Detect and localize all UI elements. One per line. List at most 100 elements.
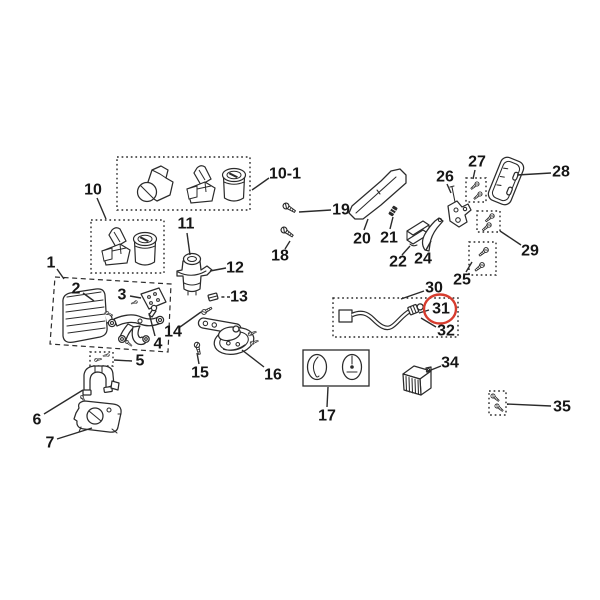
part-lock-cylinder-a	[221, 167, 247, 202]
part-flasher-relay	[402, 365, 432, 396]
part-number-3[interactable]: 3	[118, 287, 127, 304]
leader-line-3	[129, 295, 142, 299]
part-number-10[interactable]: 10	[84, 182, 102, 199]
part-switch-assembly-b	[186, 165, 216, 204]
leader-line-29	[499, 230, 522, 246]
leader-line-7	[56, 427, 93, 440]
part-lock-cylinder-b	[132, 231, 158, 266]
part-screw-small-e	[102, 353, 110, 358]
part-horn	[197, 317, 260, 356]
group-box-29	[476, 210, 501, 233]
leader-line-1	[56, 268, 65, 280]
leader-line-24	[425, 240, 432, 251]
part-screw-25b	[473, 261, 486, 273]
part-number-1[interactable]: 1	[47, 255, 56, 272]
part-switch-housing-upper	[79, 365, 120, 404]
part-number-16[interactable]: 16	[264, 367, 282, 384]
leader-line-34	[425, 365, 442, 373]
part-switch-housing-lower	[73, 400, 122, 434]
part-number-17[interactable]: 17	[318, 408, 336, 425]
part-number-35[interactable]: 35	[553, 399, 571, 416]
leader-line-16	[241, 349, 265, 368]
part-number-12[interactable]: 12	[226, 260, 244, 277]
leader-line-20	[363, 218, 369, 231]
group-box-17	[302, 349, 370, 387]
leader-line-2	[82, 292, 95, 302]
part-screw-29a	[483, 212, 496, 224]
part-number-24[interactable]: 24	[414, 251, 432, 268]
part-number-19[interactable]: 19	[332, 202, 350, 219]
part-switch-assembly-a	[136, 165, 174, 203]
part-mount-plate	[140, 287, 167, 310]
part-number-10-1[interactable]: 10-1	[269, 166, 301, 183]
part-screw-18	[279, 225, 295, 240]
part-number-27[interactable]: 27	[468, 154, 486, 171]
group-box-10-1	[116, 156, 251, 211]
part-clamp	[406, 220, 430, 247]
part-number-29[interactable]: 29	[521, 243, 539, 260]
leader-line-26	[446, 183, 452, 194]
part-switch-assembly-c	[101, 227, 131, 266]
leader-line-5	[113, 359, 133, 362]
part-number-18[interactable]: 18	[271, 248, 289, 265]
leader-line-22	[401, 245, 411, 256]
part-number-14[interactable]: 14	[164, 324, 182, 341]
part-screw-27a	[469, 180, 481, 191]
part-screw-35b	[493, 402, 505, 413]
leader-line-10-1	[251, 177, 270, 191]
leader-line-19	[298, 209, 332, 213]
part-screw-35a	[489, 392, 501, 403]
group-boxes-layer	[49, 156, 507, 416]
part-number-26[interactable]: 26	[436, 169, 454, 186]
leader-line-25	[465, 261, 473, 273]
group-box-1	[49, 276, 172, 353]
part-number-21[interactable]: 21	[380, 230, 398, 247]
part-number-32[interactable]: 32	[437, 323, 455, 340]
part-number-25[interactable]: 25	[453, 272, 471, 289]
part-number-5[interactable]: 5	[136, 353, 145, 370]
part-ignition-switch	[176, 252, 213, 296]
part-number-22[interactable]: 22	[389, 254, 407, 271]
leader-line-10	[96, 197, 107, 220]
leader-line-12	[209, 267, 227, 272]
leader-line-32	[420, 317, 437, 328]
part-screw-27b	[472, 190, 484, 201]
part-number-28[interactable]: 28	[552, 164, 570, 181]
part-screw-25a	[477, 246, 490, 258]
part-number-20[interactable]: 20	[353, 231, 371, 248]
leader-line-17	[326, 386, 329, 408]
leader-line-6	[43, 389, 84, 415]
part-screw-small-d	[93, 357, 102, 363]
part-number-13[interactable]: 13	[230, 289, 248, 306]
part-number-6[interactable]: 6	[33, 412, 42, 429]
part-wiring-harness	[338, 303, 424, 331]
part-number-31[interactable]: 31	[432, 301, 450, 318]
leader-line-15	[196, 352, 200, 365]
group-box-35	[488, 390, 507, 416]
part-number-15[interactable]: 15	[191, 365, 209, 382]
part-number-11[interactable]: 11	[178, 216, 195, 233]
part-number-4[interactable]: 4	[154, 336, 163, 353]
leader-line-21	[389, 216, 394, 230]
group-box-27	[465, 177, 487, 203]
leader-line-14	[179, 311, 202, 328]
leader-line-27	[472, 169, 476, 180]
part-number-34[interactable]: 34	[441, 355, 459, 372]
leader-line-18	[284, 240, 291, 250]
part-lever	[348, 168, 407, 220]
part-screw-15	[193, 341, 203, 356]
part-screw-small-b	[124, 339, 134, 348]
part-screw-14	[200, 305, 214, 316]
part-number-30[interactable]: 30	[425, 280, 443, 297]
highlight-ring	[422, 293, 458, 325]
leader-line-11	[186, 232, 191, 256]
part-bracket	[107, 304, 165, 346]
part-spring-pin	[388, 205, 398, 217]
part-number-2[interactable]: 2	[72, 281, 81, 298]
parts-drawings-layer	[62, 156, 525, 434]
part-screw-small-c	[130, 299, 139, 306]
part-number-7[interactable]: 7	[46, 435, 55, 452]
